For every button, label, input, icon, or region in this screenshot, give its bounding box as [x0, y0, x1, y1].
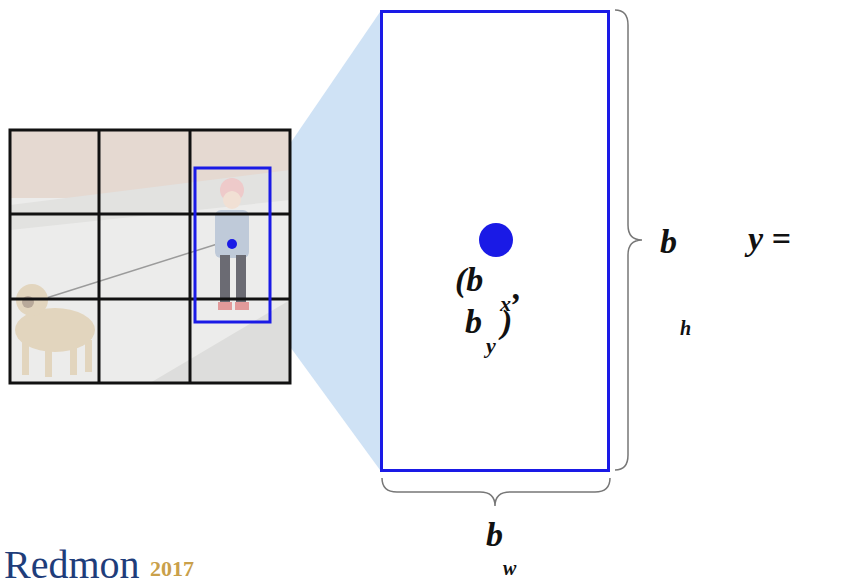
- coordinate-text: ,: [513, 271, 522, 305]
- citation-text: 2017: [150, 558, 194, 580]
- dimension-label: b: [486, 518, 503, 552]
- height-brace: [615, 10, 642, 470]
- photo: [10, 130, 290, 383]
- dimension-label: w: [503, 558, 516, 578]
- coordinate-text: y: [486, 335, 496, 357]
- center-dot: [479, 223, 513, 257]
- coordinate-text: b: [465, 305, 482, 339]
- bounding-box: (bx,by): [380, 10, 610, 472]
- coordinate-text: ): [501, 305, 512, 339]
- width-brace: [382, 478, 610, 506]
- citation-text: Redmon: [4, 545, 140, 585]
- coordinate-text: (b: [455, 263, 483, 297]
- dimension-label: h: [680, 318, 691, 338]
- dimension-label: b: [660, 225, 677, 259]
- dimension-label: y =: [748, 222, 791, 256]
